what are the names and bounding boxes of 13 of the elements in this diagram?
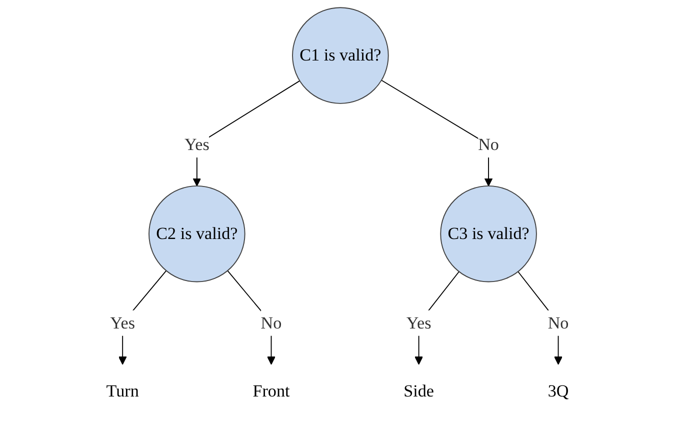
node-circle: C3 is valid? <box>440 185 537 282</box>
node-circle: C1 is valid? <box>292 7 389 104</box>
node-text: Front <box>252 381 290 400</box>
edge-label: No <box>260 313 282 332</box>
edge-label: No <box>478 134 499 154</box>
edge-label: Yes <box>406 313 432 332</box>
node-text: Turn <box>106 381 139 400</box>
edge-label: No <box>548 313 569 332</box>
edge-label: Yes <box>184 134 210 154</box>
node-text: Side <box>404 381 434 400</box>
edge-label: Yes <box>110 313 136 332</box>
node-circle: C2 is valid? <box>148 185 246 282</box>
node-text: 3Q <box>548 381 569 400</box>
